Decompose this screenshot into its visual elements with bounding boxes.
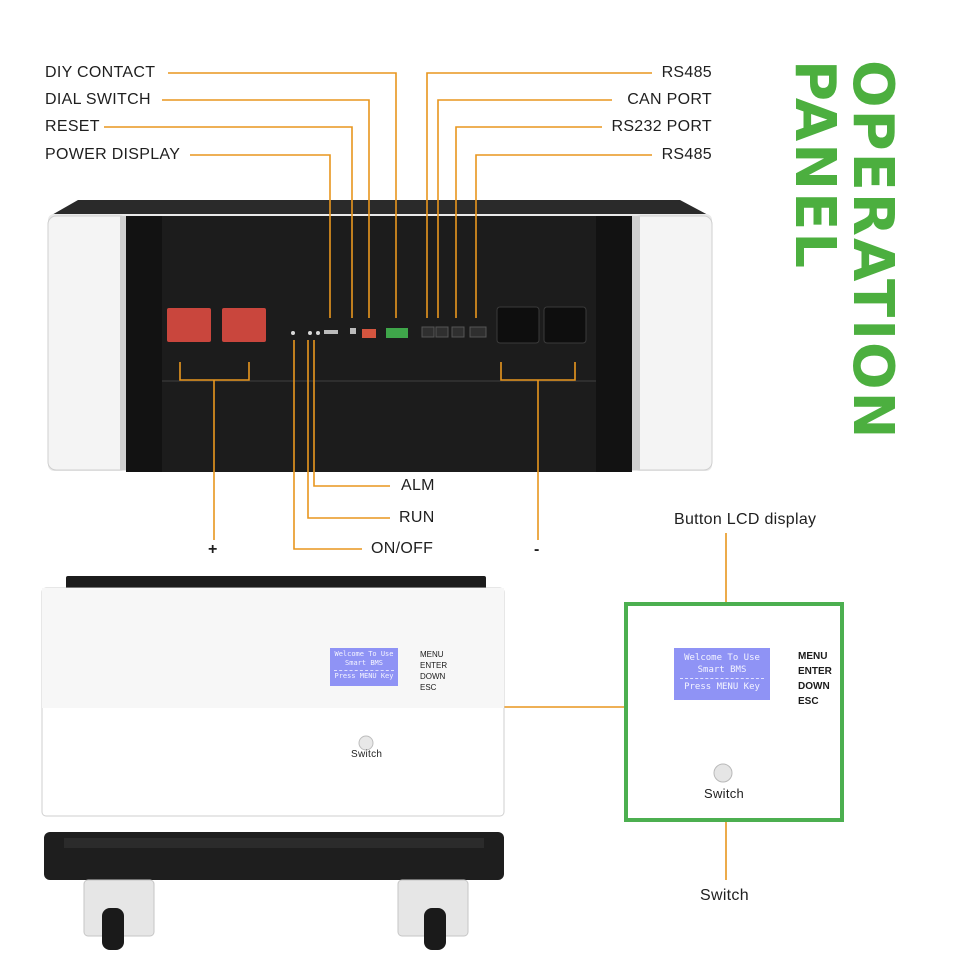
unit-lcd-line3: Press MENU Key <box>334 672 394 680</box>
zoom-key-enter[interactable]: ENTER <box>798 666 832 677</box>
unit-lcd-line1: Welcome To Use <box>334 650 394 658</box>
label-run: RUN <box>399 509 435 526</box>
diy-contact-terminal-icon <box>386 328 408 338</box>
zoom-key-down[interactable]: DOWN <box>798 681 830 692</box>
unit-key-esc[interactable]: ESC <box>420 683 437 692</box>
battery-side-view <box>41 576 505 817</box>
label-negative: - <box>534 541 540 558</box>
unit-key-down[interactable]: DOWN <box>420 672 446 681</box>
rs232-port-icon <box>451 326 465 338</box>
label-rs485-top: RS485 <box>661 64 712 81</box>
label-rs232-port: RS232 PORT <box>611 118 712 135</box>
label-can-port: CAN PORT <box>627 91 712 108</box>
label-dial-switch: DIAL SWITCH <box>45 91 151 108</box>
zoom-panel <box>624 602 844 822</box>
rs485-port-icon-1 <box>421 326 435 338</box>
label-diy-contact: DIY CONTACT <box>45 64 156 81</box>
leader-lines <box>104 72 727 880</box>
label-rs485-bottom: RS485 <box>661 146 712 163</box>
positive-terminal-2 <box>222 308 266 342</box>
zoom-lcd-line2: Smart BMS <box>697 665 747 675</box>
negative-terminal-2 <box>543 306 587 344</box>
can-port-icon <box>435 326 449 338</box>
alm-indicator-icon <box>316 331 320 335</box>
label-positive: + <box>208 541 218 558</box>
rs485-port-icon-2 <box>469 326 487 338</box>
power-display-icon <box>324 330 338 334</box>
run-indicator-icon <box>308 331 312 335</box>
unit-key-enter[interactable]: ENTER <box>420 661 448 670</box>
zoom-key-esc[interactable]: ESC <box>798 696 819 707</box>
unit-switch-label: Switch <box>351 749 383 760</box>
caption-lcd-display: Button LCD display <box>674 511 817 528</box>
zoom-lcd-line1: Welcome To Use <box>684 653 760 663</box>
zoom-switch-button-icon <box>713 763 733 783</box>
unit-lcd-display: Welcome To Use Smart BMS Press MENU Key <box>330 648 398 686</box>
zoom-key-list: MENU ENTER DOWN ESC <box>798 649 832 709</box>
label-reset: RESET <box>45 118 100 135</box>
base-with-wheels <box>44 832 504 950</box>
negative-terminal-1 <box>496 306 540 344</box>
zoom-lcd-display: Welcome To Use Smart BMS Press MENU Key <box>674 648 770 700</box>
battery-front-panel <box>47 200 713 472</box>
label-power-display: POWER DISPLAY <box>45 146 181 163</box>
unit-key-menu[interactable]: MENU <box>420 650 444 659</box>
onoff-indicator-icon <box>291 331 295 335</box>
zoom-lcd-line3: Press MENU Key <box>684 682 760 692</box>
zoom-key-menu[interactable]: MENU <box>798 651 828 662</box>
caption-switch: Switch <box>700 887 749 904</box>
unit-lcd-line2: Smart BMS <box>345 659 383 667</box>
dial-switch-icon <box>362 329 376 338</box>
label-onoff: ON/OFF <box>371 540 434 557</box>
switch-button-icon <box>358 735 374 751</box>
unit-key-list: MENU ENTER DOWN ESC <box>420 649 447 693</box>
positive-terminal-1 <box>167 308 211 342</box>
zoom-switch-label: Switch <box>704 786 745 801</box>
label-alm: ALM <box>401 477 435 494</box>
reset-button-icon <box>350 328 356 334</box>
